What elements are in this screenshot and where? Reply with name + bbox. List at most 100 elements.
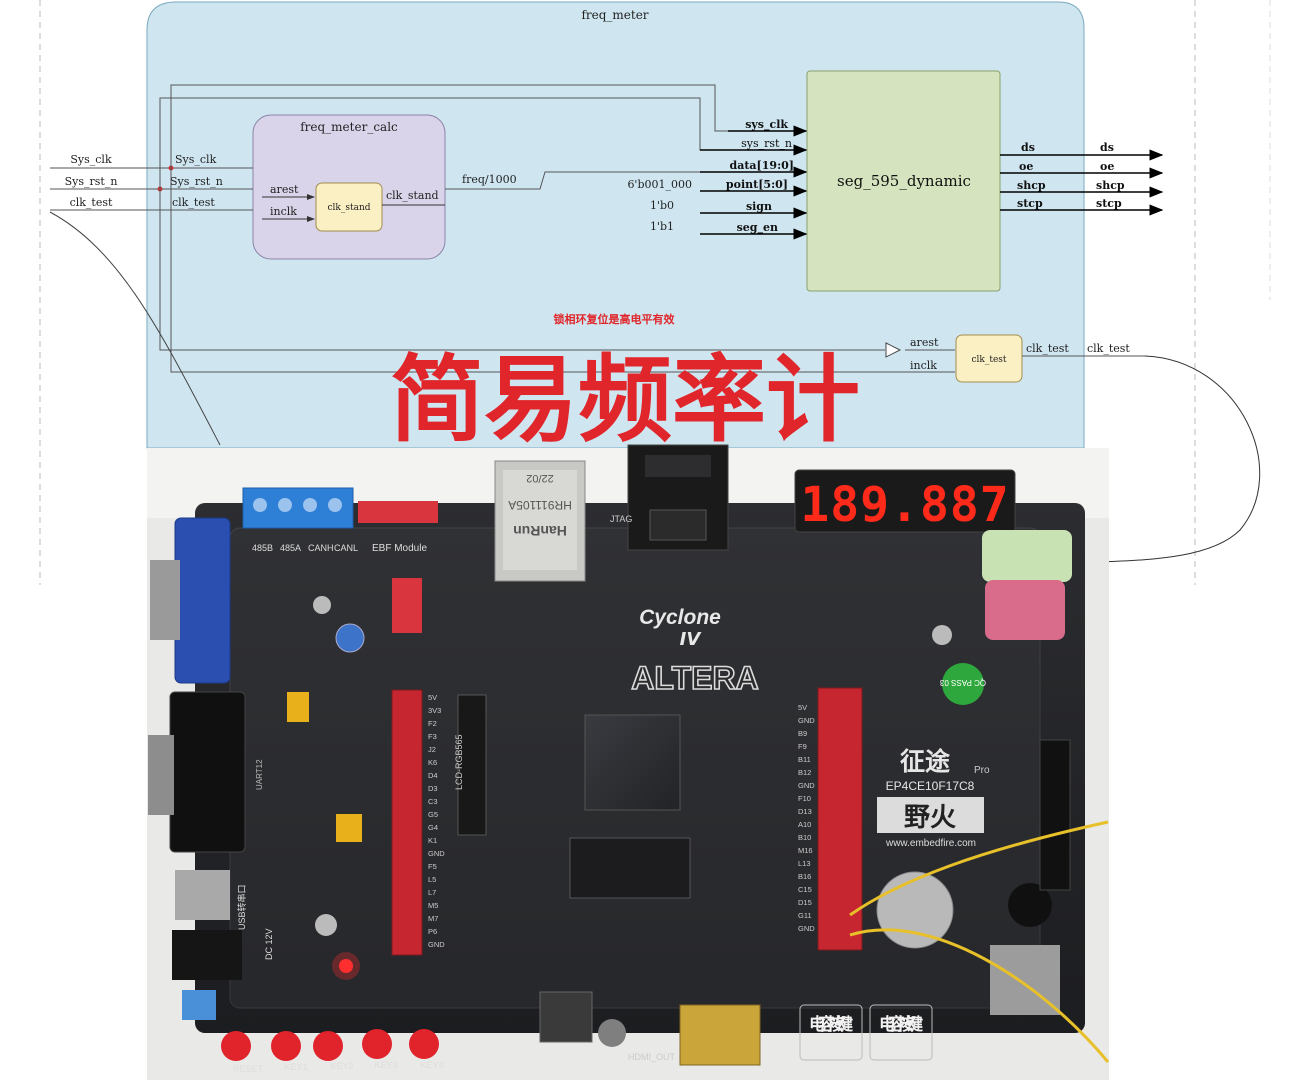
seg-block-name: seg_595_dynamic (837, 172, 971, 190)
right-gpio-header (817, 687, 863, 951)
lh-label: J2 (428, 745, 436, 754)
button-key2 (313, 1031, 343, 1061)
touch-key-2 (869, 1004, 933, 1061)
input-sys-clk: Sys_clk (70, 153, 112, 166)
rh-label: A10 (798, 820, 811, 829)
push-buttons: RESET KEY1 KEY2 KEY3 KEY4 (221, 1029, 444, 1074)
button-reset-label: RESET (233, 1064, 264, 1074)
jumper-yellow-1 (287, 692, 309, 722)
touch-key-1-label: 电容按键 (809, 1014, 853, 1035)
seg-inputs: sys_clk sys_rst_n data[19:0] point[5:0] … (700, 118, 808, 240)
button-key4 (409, 1029, 439, 1059)
hdmi-port (679, 1004, 761, 1066)
pll-port-inclk: inclk (910, 359, 937, 372)
lh-label: F3 (428, 732, 437, 741)
seg-in-sys-clk: sys_clk (745, 118, 788, 132)
rh-label: L13 (798, 859, 811, 868)
conn-485b: 485B (252, 543, 273, 553)
const-sign: 1'b0 (650, 199, 674, 212)
left-header-labels: 5V 3V3 F2 F3 J2 K6 D4 D3 C3 G5 G4 K1 GND… (428, 693, 445, 949)
yehuo-logo-bg (877, 797, 984, 833)
lh-label: C3 (428, 797, 438, 806)
pll-out-wire: clk_test (1087, 342, 1130, 355)
side-header (1039, 739, 1071, 891)
input-sys-rst-n: Sys_rst_n (65, 175, 118, 188)
jumper-yellow-2 (336, 814, 362, 842)
rh-label: B12 (798, 768, 811, 777)
lcd-label: LCD-RGB565 (454, 734, 464, 790)
button-key3 (362, 1029, 392, 1059)
button-key3-label: KEY3 (374, 1060, 397, 1070)
usb-label: USB转串口 (236, 884, 247, 930)
rh-label: B10 (798, 833, 811, 842)
conn-canh: CANH (308, 543, 334, 553)
qc-label: QC PASS 03 (939, 678, 986, 687)
pin-oe: oe (1100, 160, 1114, 173)
small-header (392, 578, 422, 633)
conn-485a: 485A (280, 543, 301, 553)
rh-label: F10 (798, 794, 811, 803)
rh-label: GND (798, 781, 815, 790)
seg-out-ds: ds (1021, 141, 1035, 154)
left-gpio-header (391, 689, 423, 956)
calc-port-inclk: inclk (270, 205, 297, 218)
top-module-name: freq_meter (581, 8, 648, 22)
jtag-label: JTAG (610, 514, 632, 524)
seg-in-data: data[19:0] (730, 159, 794, 172)
const-point: 6'b001_000 (627, 178, 692, 191)
inductor (539, 991, 593, 1043)
brand-yehuo: 野火 (904, 803, 956, 833)
rh-label: B9 (798, 729, 807, 738)
lh-label: K1 (428, 836, 437, 845)
brand-iv: IV (680, 629, 703, 650)
brand-cyclone: Cyclone (639, 606, 721, 629)
calc-in-sys-clk: Sys_clk (175, 153, 217, 166)
block-diagram: freq_meter freq_meter_calc clk_stand are… (39, 0, 1271, 585)
rh-label: G11 (798, 911, 812, 920)
power-led (339, 959, 353, 973)
seven-seg-value: 189.887 (800, 477, 1009, 533)
lcd-connector (457, 694, 487, 836)
hdmi-label: HDMI_OUT (628, 1052, 676, 1062)
usb-port (175, 870, 230, 920)
pin-ds: ds (1100, 141, 1114, 154)
pll-block (955, 334, 1023, 383)
qc-sticker (942, 663, 984, 705)
input-clk-test: clk_test (70, 196, 113, 209)
audio-jack-green (982, 530, 1072, 582)
brand-zhengtu: 征途 (900, 747, 951, 776)
button-reset (221, 1031, 251, 1061)
calc-inner-module (315, 182, 383, 232)
freq-wire-label: freq/1000 (462, 173, 517, 186)
ebf-module-header (358, 501, 438, 523)
seg-out-stcp: stcp (1017, 197, 1043, 210)
touch-key-2-label: 电容按键 (879, 1014, 923, 1035)
seg-in-seg-en: seg_en (737, 221, 778, 235)
lh-label: D4 (428, 771, 438, 780)
coin-battery (876, 871, 954, 949)
db9-connector (169, 691, 246, 853)
board-photo: 22/02 HR911105A HanRun JTAG 189.887 485B… (147, 444, 1110, 1080)
pin-shcp: shcp (1096, 179, 1125, 192)
rh-label: D15 (798, 898, 812, 907)
pll-reset-note: 锁相环复位是高电平有效 (554, 312, 676, 326)
lh-label: P6 (428, 927, 437, 936)
chip-model: EP4CE10F17C8 (886, 779, 975, 793)
sdram-chip (569, 837, 691, 899)
button-key1-label: KEY1 (284, 1062, 307, 1072)
rh-label: B11 (798, 755, 811, 764)
inverter-symbol (885, 342, 902, 358)
lh-label: L5 (428, 875, 436, 884)
seg-out-oe: oe (1019, 160, 1033, 173)
seg-in-point: point[5:0] (726, 178, 788, 191)
clk-test-loop-wire (1099, 355, 1261, 563)
eth-date-code: 22/02 (526, 472, 554, 484)
rh-label: B16 (798, 872, 811, 881)
lh-label: 5V (428, 693, 437, 702)
uart-label: UART12 (255, 759, 264, 790)
touch-key-1 (799, 1004, 863, 1061)
pin-stcp: stcp (1096, 197, 1122, 210)
lh-label: M7 (428, 914, 438, 923)
brand-altera: ALTERA (631, 660, 758, 696)
